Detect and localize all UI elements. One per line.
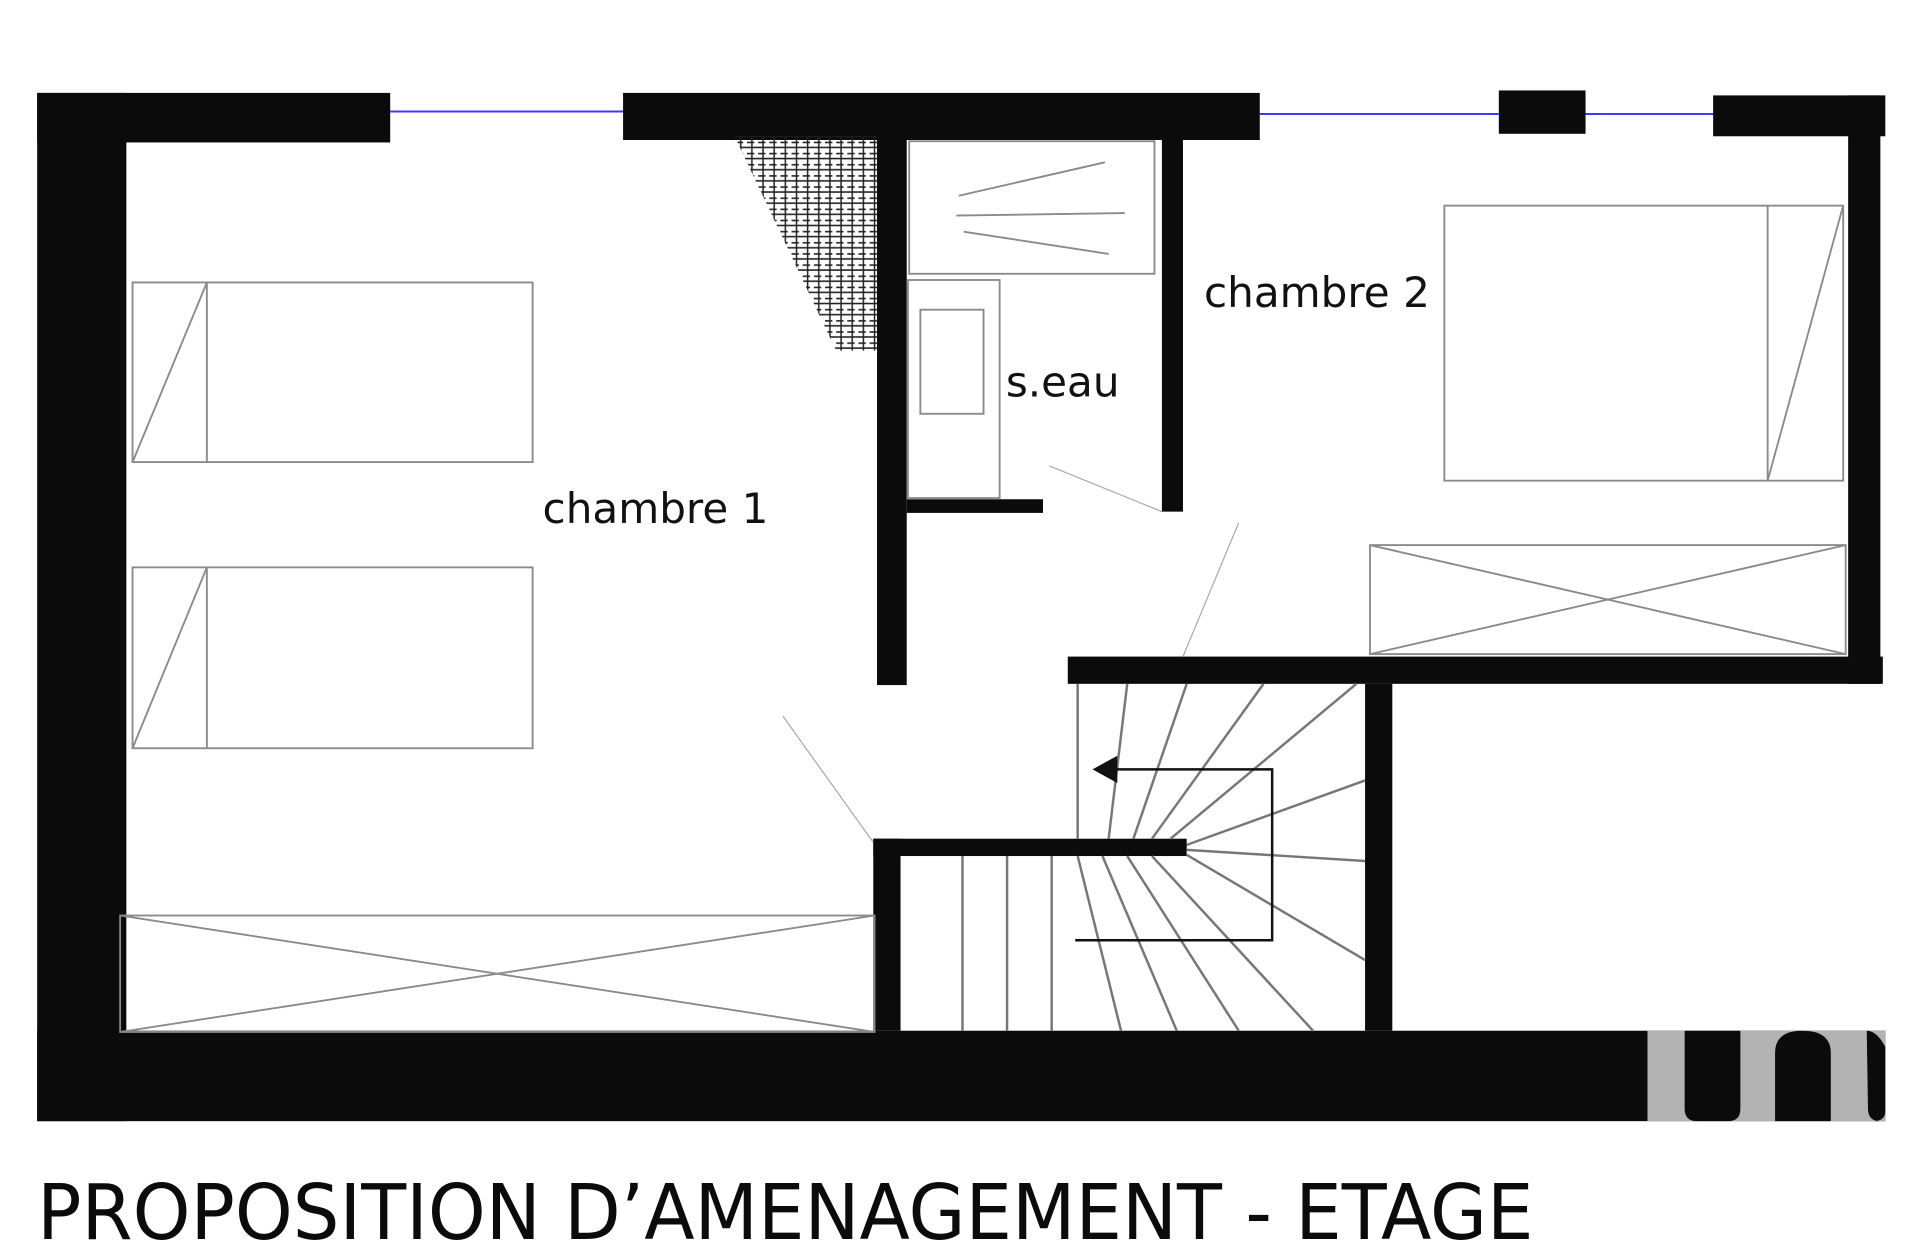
bed-chambre-2 (1443, 204, 1845, 482)
shower (908, 140, 1156, 275)
wardrobe-chambre-2 (1369, 544, 1847, 656)
staircase (961, 682, 1366, 1032)
bed-1 (131, 281, 534, 464)
room-label-salle-eau: s.eau (1006, 357, 1120, 406)
hatched-area (734, 136, 878, 351)
walls (37, 90, 1886, 1122)
plan-title: PROPOSITION D’AMENAGEMENT - ETAGE (37, 1169, 1533, 1250)
vanity (907, 279, 1001, 499)
windows (390, 110, 1714, 115)
wardrobe-chambre-1 (119, 914, 876, 1033)
arrow-icon (1092, 755, 1118, 783)
logo (1647, 1030, 1886, 1122)
room-label-chambre-2: chambre 2 (1204, 268, 1430, 317)
bed-2 (131, 566, 534, 750)
room-label-chambre-1: chambre 1 (543, 484, 769, 533)
door-swings (782, 465, 1240, 843)
